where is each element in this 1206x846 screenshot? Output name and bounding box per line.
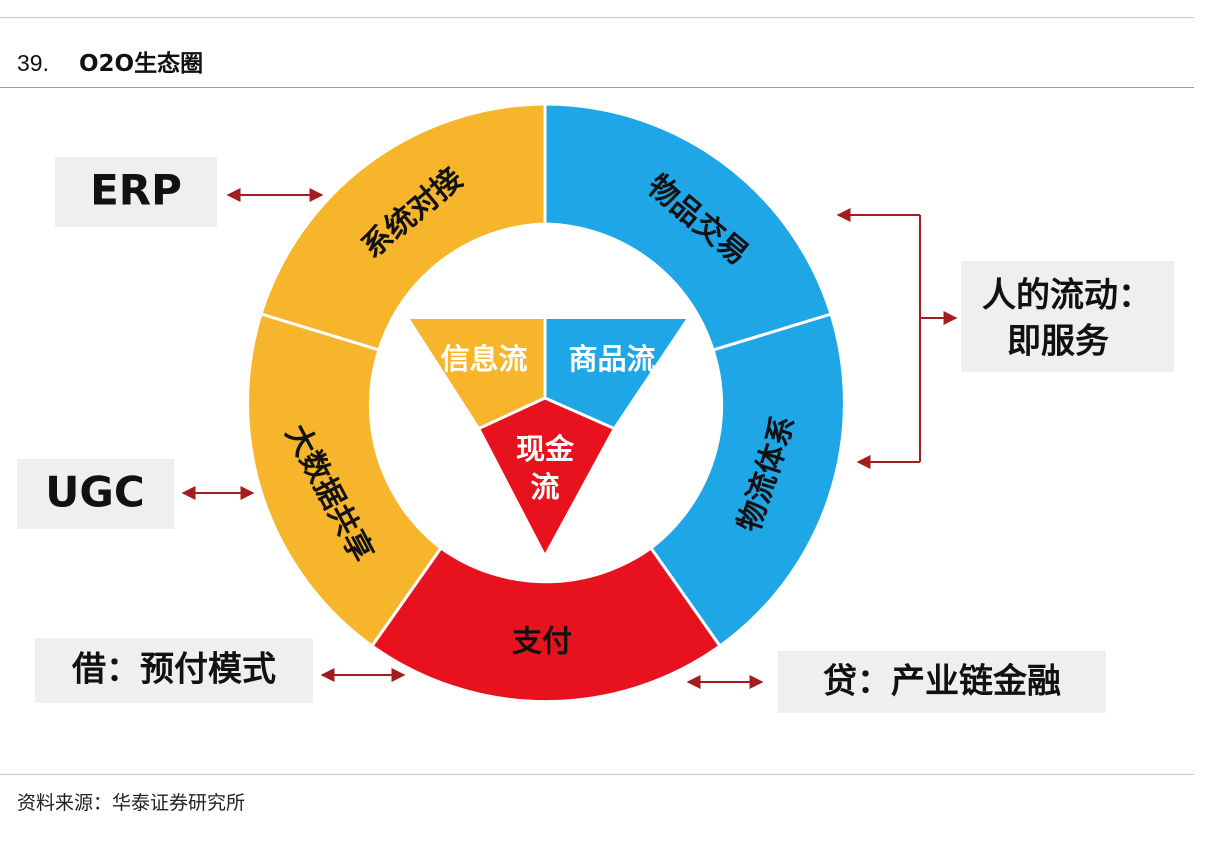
ring-segment-bigdata bbox=[246, 312, 444, 649]
source-note: 资料来源：华泰证券研究所 bbox=[17, 792, 246, 814]
box-people-label-line2: 即服务 bbox=[1007, 322, 1109, 362]
ring-segment-payment bbox=[369, 545, 723, 704]
box-people bbox=[961, 261, 1174, 372]
ring-segment-system bbox=[259, 102, 547, 352]
box-ugc bbox=[17, 459, 174, 529]
box-borrow-label: 借：预付模式 bbox=[71, 650, 276, 690]
box-loan bbox=[778, 651, 1106, 713]
ring-segment-trade bbox=[543, 102, 833, 352]
box-loan-label: 贷：产业链金融 bbox=[823, 662, 1061, 702]
triangle-label-cash-line2: 流 bbox=[530, 470, 559, 504]
bracket-people-flow bbox=[836, 208, 958, 469]
title-rule bbox=[0, 87, 1194, 88]
box-erp bbox=[55, 157, 217, 227]
figure-number: 39. bbox=[17, 50, 49, 76]
figure-name: O2O生态圈 bbox=[79, 51, 204, 77]
triangle-cash-flow bbox=[480, 398, 613, 553]
triangle-label-cash-line1: 现金 bbox=[516, 432, 575, 466]
box-erp-label: ERP bbox=[90, 166, 182, 215]
box-borrow bbox=[35, 638, 313, 703]
triangle-label-info: 信息流 bbox=[440, 342, 527, 376]
top-rule bbox=[0, 17, 1194, 18]
box-ugc-label: UGC bbox=[45, 468, 144, 517]
ring-segment-logistics bbox=[648, 312, 846, 649]
box-people-label-line1: 人的流动： bbox=[982, 276, 1152, 316]
ring-label-payment: 支付 bbox=[512, 625, 572, 660]
figure-title: 39. O2O生态圈 bbox=[17, 44, 203, 78]
triangle-goods-flow bbox=[545, 319, 686, 428]
triangle-label-goods: 商品流 bbox=[568, 342, 655, 376]
bottom-rule bbox=[0, 774, 1194, 775]
triangle-info-flow bbox=[410, 319, 545, 428]
triangle-divider-left bbox=[479, 396, 546, 430]
triangle-divider-right bbox=[544, 396, 614, 430]
